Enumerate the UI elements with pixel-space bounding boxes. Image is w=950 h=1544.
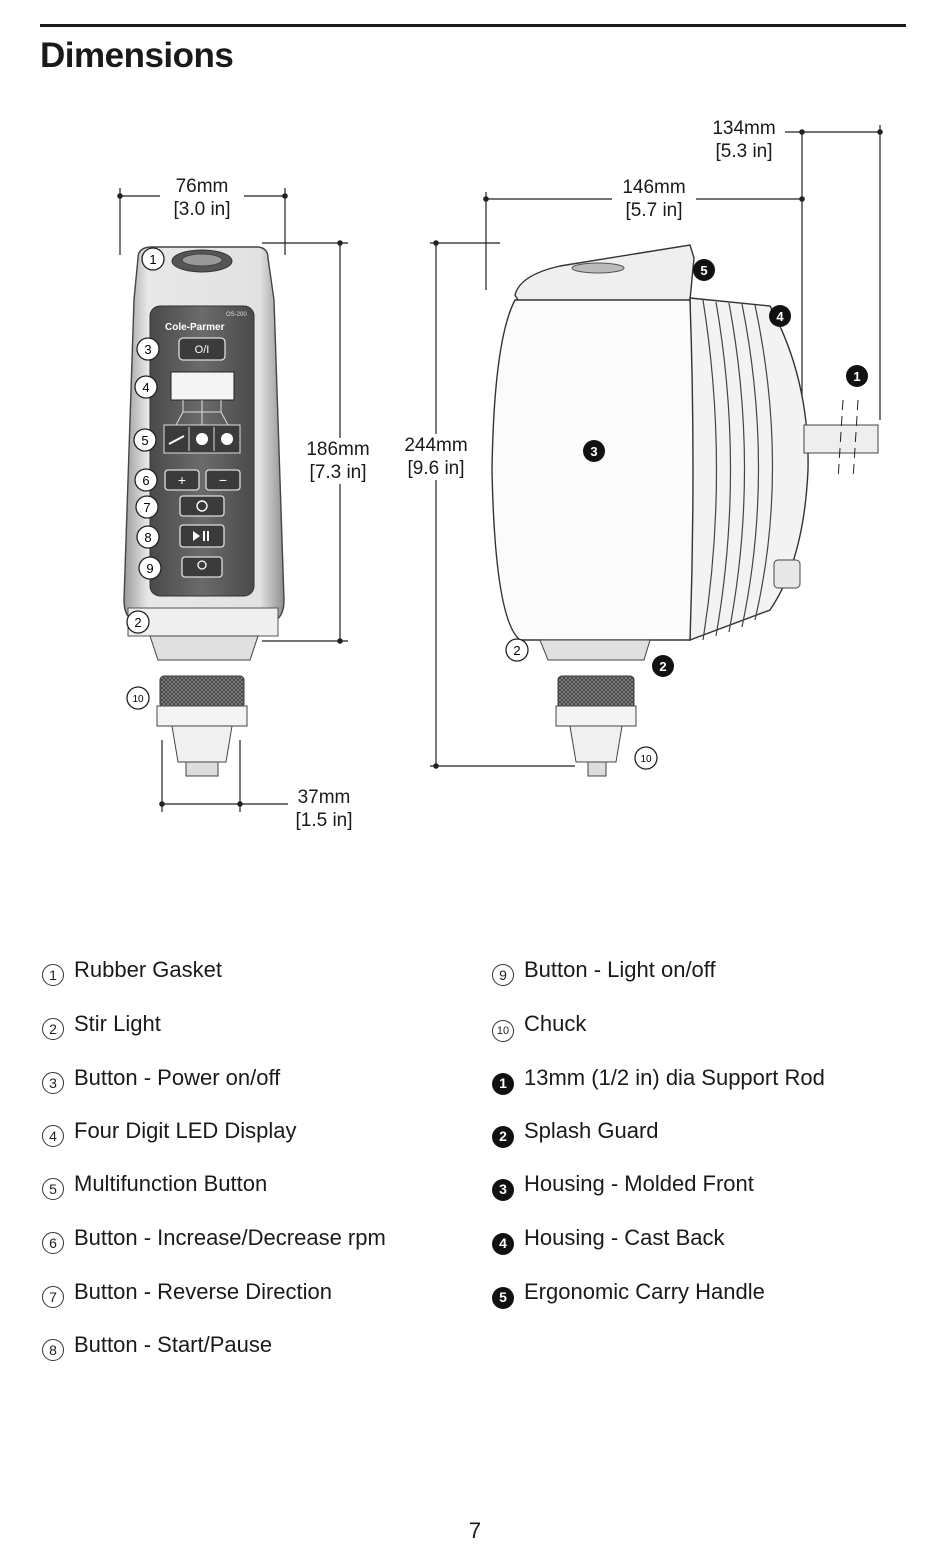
- marker-open-10-side: 10: [634, 746, 658, 770]
- marker-open: 8: [42, 1339, 64, 1361]
- plus-button-label: +: [178, 472, 186, 488]
- side-view: [430, 125, 883, 777]
- svg-text:10: 10: [640, 754, 652, 765]
- marker-open-7: 7: [135, 495, 159, 519]
- marker-open: 3: [42, 1072, 64, 1094]
- marker-open-4: 4: [134, 375, 158, 399]
- top-rule: [40, 24, 906, 27]
- svg-text:5: 5: [700, 263, 707, 278]
- svg-text:2: 2: [659, 659, 666, 674]
- svg-text:2: 2: [134, 615, 141, 630]
- rod-length-dimension-line: [785, 125, 883, 420]
- svg-text:3: 3: [144, 342, 151, 357]
- marker-open: 6: [42, 1232, 64, 1254]
- svg-text:4: 4: [776, 309, 784, 324]
- svg-text:10: 10: [132, 694, 144, 705]
- solid-markers: 1 2 3 4 5: [583, 259, 868, 677]
- marker-open: 7: [42, 1286, 64, 1308]
- marker-solid: 4: [492, 1233, 514, 1255]
- chuck-width-label: 37mm[1.5 in]: [295, 787, 353, 831]
- front-width-label: 76mm[3.0 in]: [160, 175, 244, 221]
- marker-solid: 1: [492, 1073, 514, 1095]
- marker-open-2-front: 2: [126, 610, 150, 634]
- marker-solid-2: 2: [652, 655, 674, 677]
- front-view: Cole-Parmer OS-200 O/I + −: [117, 188, 348, 812]
- marker-open: 1: [42, 964, 64, 986]
- marker-solid-3: 3: [583, 440, 605, 462]
- model-label: OS-200: [226, 312, 247, 318]
- svg-text:4: 4: [142, 380, 149, 395]
- marker-solid-5: 5: [693, 259, 715, 281]
- marker-open-1: 1: [141, 247, 165, 271]
- svg-text:1: 1: [853, 369, 860, 384]
- svg-text:1: 1: [149, 252, 156, 267]
- front-height-label: 186mm[7.3 in]: [300, 438, 376, 484]
- marker-open-2-side: 2: [505, 638, 529, 662]
- side-depth-label: 146mm[5.7 in]: [612, 176, 696, 222]
- svg-text:7: 7: [143, 500, 150, 515]
- marker-open: 4: [42, 1125, 64, 1147]
- marker-open-9: 9: [138, 556, 162, 580]
- marker-open-6: 6: [134, 468, 158, 492]
- page-number: 7: [468, 1518, 482, 1543]
- brand-label: Cole-Parmer: [165, 322, 225, 333]
- svg-text:5: 5: [141, 433, 148, 448]
- marker-open: 5: [42, 1178, 64, 1200]
- minus-button-label: −: [219, 472, 227, 488]
- marker-open-10-front: 10: [126, 686, 150, 710]
- side-height-dimension-line: [430, 240, 575, 769]
- marker-solid-1: 1: [846, 365, 868, 387]
- svg-text:9: 9: [146, 561, 153, 576]
- marker-solid-4: 4: [769, 305, 791, 327]
- marker-open-5: 5: [133, 428, 157, 452]
- marker-solid: 3: [492, 1179, 514, 1201]
- power-button-label: O/I: [195, 344, 210, 356]
- svg-text:8: 8: [144, 530, 151, 545]
- rod-length-label: 134mm[5.3 in]: [712, 118, 776, 162]
- open-markers: 1 3 4 5 6 7 8 9 2 10 2 10: [126, 247, 658, 770]
- marker-solid: 2: [492, 1126, 514, 1148]
- marker-open: 9: [492, 964, 514, 986]
- marker-open: 2: [42, 1018, 64, 1040]
- dimensions-diagram: Cole-Parmer OS-200 O/I + −: [117, 125, 883, 812]
- marker-open-8: 8: [136, 525, 160, 549]
- page-title: Dimensions: [40, 36, 234, 75]
- svg-text:6: 6: [142, 473, 149, 488]
- side-height-label: 244mm[9.6 in]: [398, 434, 474, 480]
- marker-open: 10: [492, 1020, 514, 1042]
- marker-solid: 5: [492, 1287, 514, 1309]
- svg-text:3: 3: [590, 444, 597, 459]
- marker-open-3: 3: [136, 337, 160, 361]
- svg-text:2: 2: [513, 643, 520, 658]
- chuck-width-dimension-line: [159, 740, 288, 812]
